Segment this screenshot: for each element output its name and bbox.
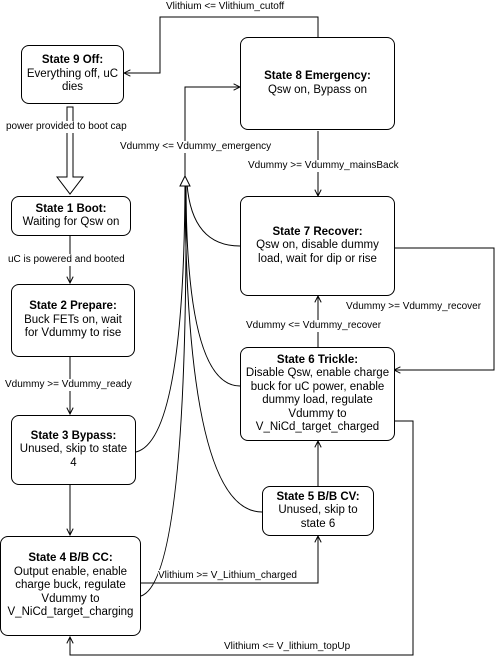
label-topup: Vlithium <= V_lithium_topUp	[224, 641, 351, 653]
edge-s8-to-s9	[124, 16, 319, 73]
label-emergency: Vdummy <= Vdummy_emergency	[120, 141, 272, 153]
state-title: State 1 Boot:	[35, 202, 107, 215]
edge-s6-to-hub	[185, 183, 241, 387]
state-3-bypass[interactable]: State 3 Bypass: Unused, skip to state 4	[11, 415, 136, 485]
state-8-emergency[interactable]: State 8 Emergency: Qsw on, Bypass on	[240, 37, 395, 130]
label-recover-up: Vdummy >= Vdummy_recover	[346, 301, 482, 313]
state-title: State 3 Bypass:	[30, 429, 117, 442]
state-title: State 6 Trickle:	[276, 353, 359, 366]
state-description: Unused, skip to state 4	[19, 443, 128, 469]
state-description: Output enable, enable charge buck, regul…	[7, 565, 134, 619]
label-ready: Vdummy >= Vdummy_ready	[5, 379, 132, 391]
hub-arrowhead	[179, 174, 191, 187]
state-description: Disable Qsw, enable charge buck for uC p…	[245, 367, 390, 433]
state-title: State 9 Off:	[41, 54, 104, 67]
state-title: State 7 Recover:	[272, 225, 363, 238]
state-description: Unused, skip to state 6	[278, 504, 358, 530]
label-boot-cap: power provided to boot cap	[6, 121, 127, 133]
state-description: Qsw on, disable dummy load, wait for dip…	[256, 239, 379, 265]
label-recover-down: Vdummy <= Vdummy_recover	[246, 320, 382, 332]
label-lithium-cutoff: Vlithium <= Vlithium_cutoff	[166, 1, 285, 13]
state-description: Waiting for Qsw on	[22, 216, 120, 228]
state-description: Qsw on, Bypass on	[267, 83, 368, 96]
state-description: Buck FETs on, wait for Vdummy to rise	[24, 313, 122, 340]
state-4-bb-cc[interactable]: State 4 B/B CC: Output enable, enable ch…	[0, 536, 141, 636]
state-title: State 5 B/B CV:	[276, 490, 360, 503]
edge-s7-to-hub	[186, 183, 241, 247]
edge-hub-to-s8	[184, 87, 240, 180]
state-title: State 8 Emergency:	[264, 70, 371, 82]
label-charged: Vlithium >= V_Lithium_charged	[158, 570, 297, 582]
state-title: State 4 B/B CC:	[28, 552, 113, 565]
edge-s9-to-s1	[55, 106, 85, 195]
state-6-trickle[interactable]: State 6 Trickle: Disable Qsw, enable cha…	[240, 347, 395, 441]
label-mainsback: Vdummy >= Vdummy_mainsBack	[248, 160, 399, 172]
edge-s3-to-hub	[135, 183, 186, 453]
state-title: State 2 Prepare:	[29, 300, 117, 313]
edge-s6-to-s4	[70, 420, 414, 656]
state-9-off[interactable]: State 9 Off: Everything off, uC dies	[21, 45, 124, 104]
label-powered: uC is powered and booted	[8, 254, 125, 266]
edge-s4-to-hub	[140, 183, 187, 597]
edge-s4-to-s5	[141, 536, 318, 584]
state-1-boot[interactable]: State 1 Boot: Waiting for Qsw on	[11, 196, 131, 236]
state-description: Everything off, uC dies	[26, 67, 119, 94]
edge-s7-to-s6	[394, 247, 495, 370]
state-7-recover[interactable]: State 7 Recover: Qsw on, disable dummy l…	[240, 196, 395, 296]
state-5-bb-cv[interactable]: State 5 B/B CV: Unused, skip to state 6	[262, 486, 374, 536]
state-2-prepare[interactable]: State 2 Prepare: Buck FETs on, wait for …	[11, 284, 135, 357]
edge-s5-to-hub	[184, 183, 263, 513]
